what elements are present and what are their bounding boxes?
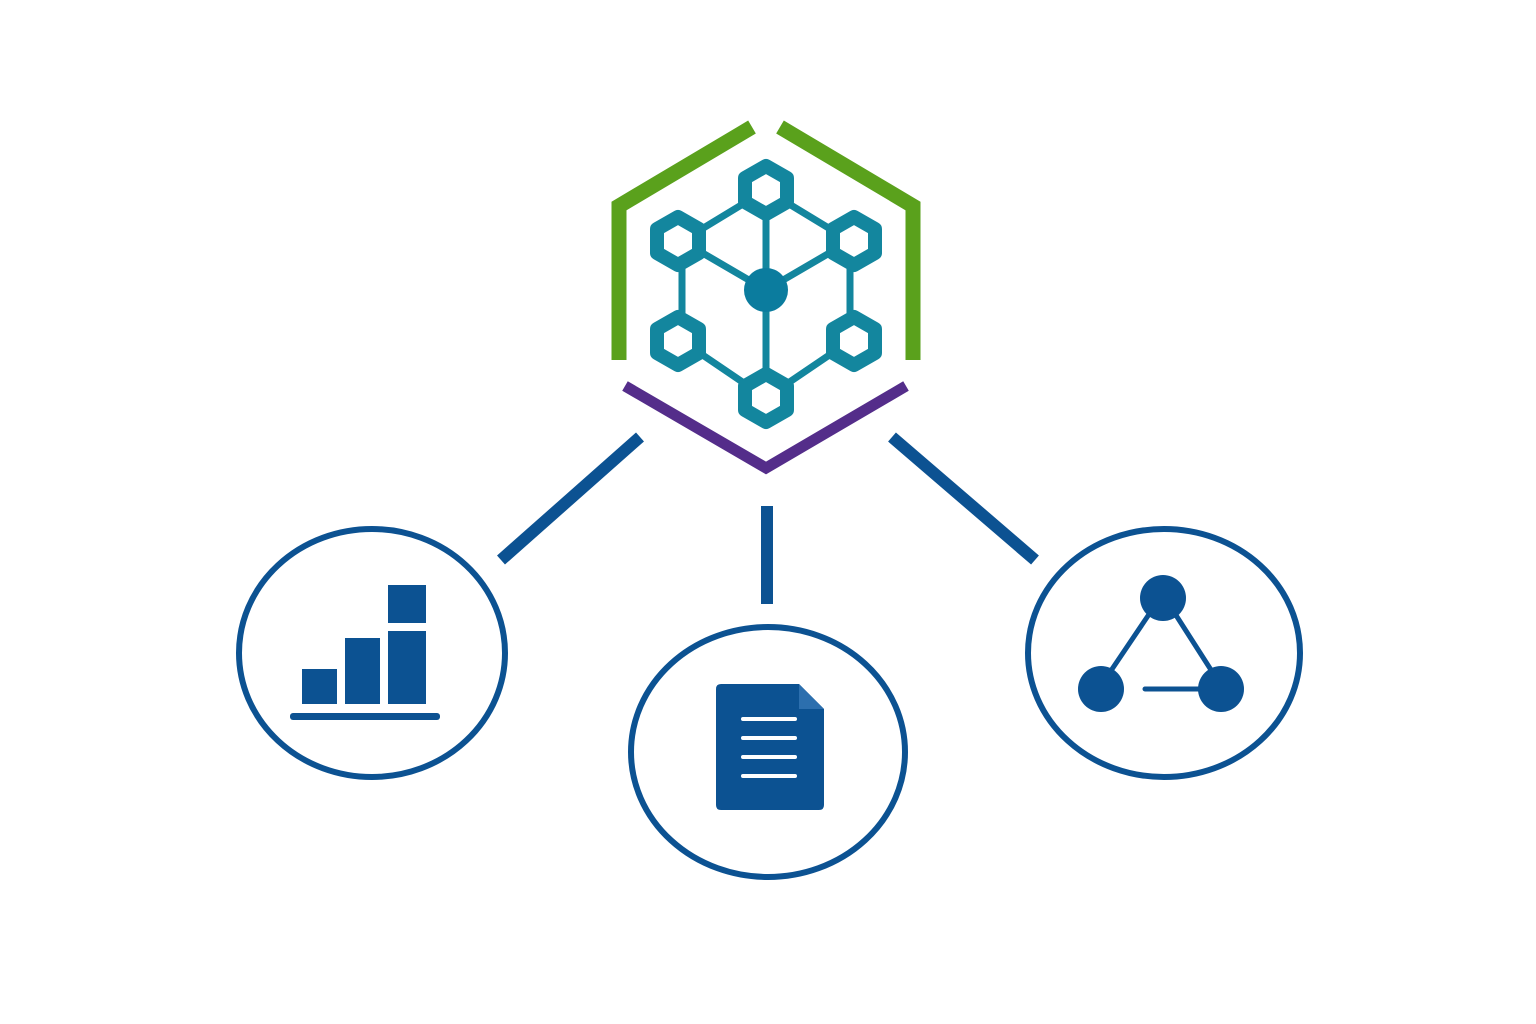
node-ring-center: [628, 624, 908, 880]
node-left: [236, 526, 508, 780]
bar-chart-bar-1: [302, 669, 337, 704]
node-center: [628, 624, 908, 880]
bar-chart-icon: [290, 585, 440, 720]
molecule-ring-top: [738, 159, 794, 221]
node-ring-left: [236, 526, 508, 780]
node-right: [1025, 526, 1303, 780]
molecule-ring-upper-right: [826, 210, 882, 272]
hub-frame-bottom: [622, 381, 909, 475]
molecule-core: [744, 268, 788, 312]
molecule-ring-lower-right: [826, 310, 882, 372]
molecule-ring-upper-left: [650, 210, 706, 272]
connector-right: [888, 432, 1039, 565]
document-lines: [741, 717, 797, 778]
connector-left: [497, 432, 644, 565]
network-node-right: [1198, 666, 1244, 712]
node-ring-right: [1025, 526, 1303, 780]
molecule-rings: [650, 159, 882, 429]
network-node-left: [1078, 666, 1124, 712]
bar-chart-bar-2: [345, 638, 380, 704]
hub-frame-top-left: [611, 120, 756, 360]
molecule-ring-bottom: [738, 367, 794, 429]
hexagon-molecule-network-icon: [611, 120, 921, 475]
bar-chart-bar-3-cap: [388, 585, 426, 623]
network-node-top: [1140, 575, 1186, 621]
bar-chart-bar-3: [388, 631, 426, 704]
bar-chart-baseline: [290, 713, 440, 720]
molecule-ring-lower-left: [650, 310, 706, 372]
hub-frame-top-right: [776, 120, 921, 360]
network-triangle-icon: [1078, 575, 1244, 712]
document-page: [716, 684, 824, 810]
document-icon: [716, 684, 824, 810]
connectors: [497, 432, 1039, 604]
document-fold: [799, 684, 824, 709]
